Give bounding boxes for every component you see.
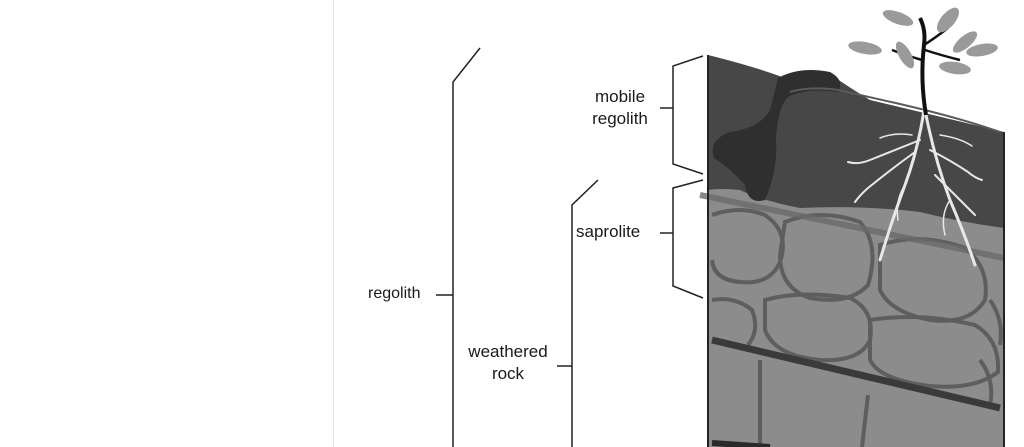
mobile-regolith-label-line1: mobile bbox=[594, 87, 646, 106]
blank-left-panel bbox=[0, 0, 333, 447]
regolith-label: regolith bbox=[368, 283, 420, 305]
mobile-regolith-layer bbox=[708, 55, 1004, 228]
saprolite-label: saprolite bbox=[576, 221, 640, 243]
weathered-rock-block bbox=[699, 180, 1005, 447]
plant-roots bbox=[847, 108, 983, 267]
weathered-rock-label-line1: weathered bbox=[468, 342, 548, 361]
regolith-label-text: regolith bbox=[368, 285, 421, 302]
mobile-regolith-brace bbox=[660, 55, 704, 175]
mobile-regolith-label-line2: regolith bbox=[592, 109, 648, 128]
profile-outline bbox=[707, 55, 1005, 447]
saprolite-brace bbox=[660, 179, 704, 299]
panel-divider bbox=[333, 0, 334, 447]
plant-seedling bbox=[848, 7, 998, 116]
weathered-rock-label: weathered rock bbox=[459, 341, 557, 385]
weathered-rock-label-line2: rock bbox=[491, 364, 525, 383]
mobile-regolith-label: mobile regolith bbox=[582, 86, 658, 130]
weathered-rock-bracket bbox=[557, 179, 599, 447]
saprolite-label-text: saprolite bbox=[576, 222, 641, 241]
regolith-bracket bbox=[436, 47, 481, 447]
